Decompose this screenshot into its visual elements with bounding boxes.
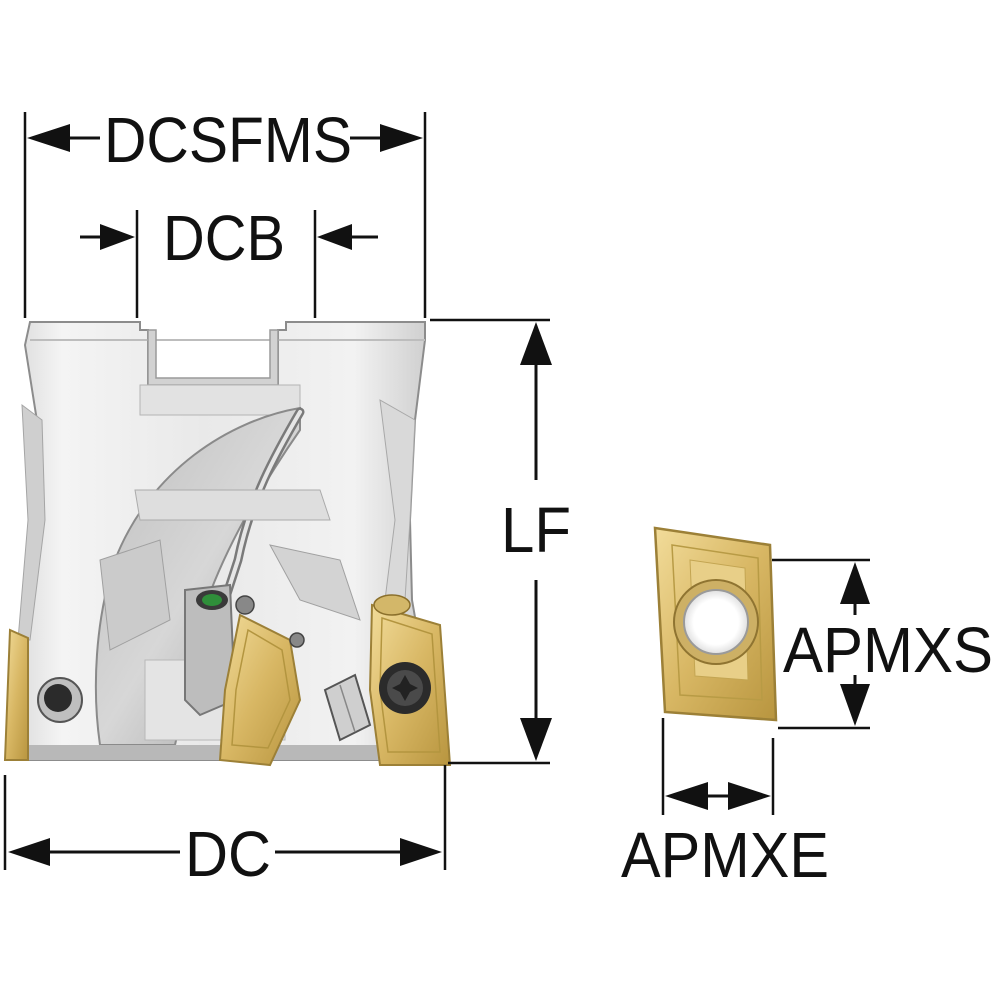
label-dcsfms: DCSFMS: [104, 104, 352, 176]
arrow-up-icon: [520, 322, 552, 365]
cutter-body: [8, 321, 442, 761]
dimension-lf: LF: [430, 318, 571, 765]
standalone-insert: [653, 526, 778, 722]
cutter-insert-right: [368, 594, 452, 766]
arrow-left-icon: [27, 124, 70, 152]
dimension-dcb: DCB: [80, 202, 378, 318]
arrow-up-icon: [840, 562, 870, 604]
arrow-right-icon: [100, 224, 135, 250]
arrow-left-icon: [665, 782, 708, 810]
arrow-right-icon: [380, 124, 423, 152]
coolant-nozzle: [184, 583, 237, 717]
arrow-down-icon: [520, 718, 552, 761]
label-apmxs: APMXS: [783, 614, 993, 686]
dimension-apmxe: APMXE: [621, 718, 829, 891]
dimension-dcsfms: DCSFMS: [23, 104, 427, 318]
label-apmxe: APMXE: [621, 819, 829, 891]
arrow-left-icon: [317, 224, 352, 250]
label-dcb: DCB: [163, 202, 285, 274]
arrow-right-icon: [400, 838, 442, 866]
arrow-down-icon: [840, 684, 870, 726]
label-lf: LF: [501, 494, 571, 566]
arrow-right-icon: [728, 782, 771, 810]
label-dc: DC: [185, 818, 271, 890]
cutter-insert-left: [3, 628, 83, 761]
dimension-dc: DC: [3, 765, 447, 890]
screw-pin: [323, 673, 372, 742]
arrow-left-icon: [8, 838, 50, 866]
dimension-apmxs: APMXS: [772, 558, 993, 730]
cutter-insert-center: [218, 595, 305, 767]
